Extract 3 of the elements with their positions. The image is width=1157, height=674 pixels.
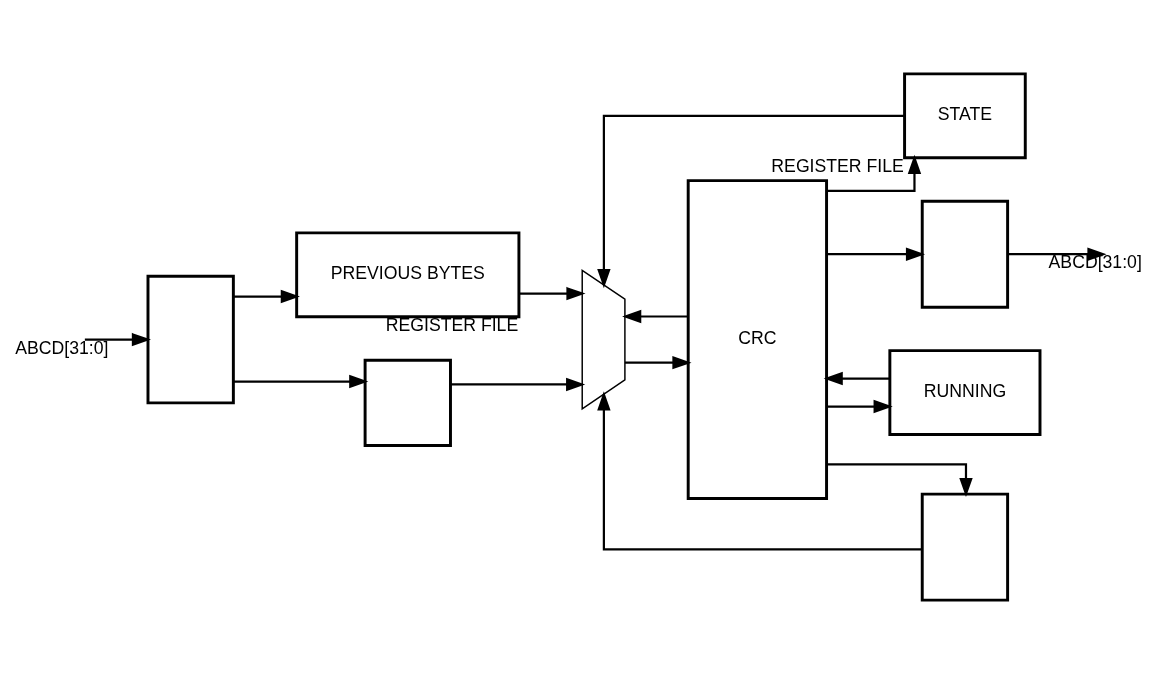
edge-label: ABCD[31:0] — [1048, 252, 1142, 273]
edge-label: ABCD[31:0] — [15, 337, 109, 358]
node-label: REGISTER FILE — [771, 155, 904, 176]
